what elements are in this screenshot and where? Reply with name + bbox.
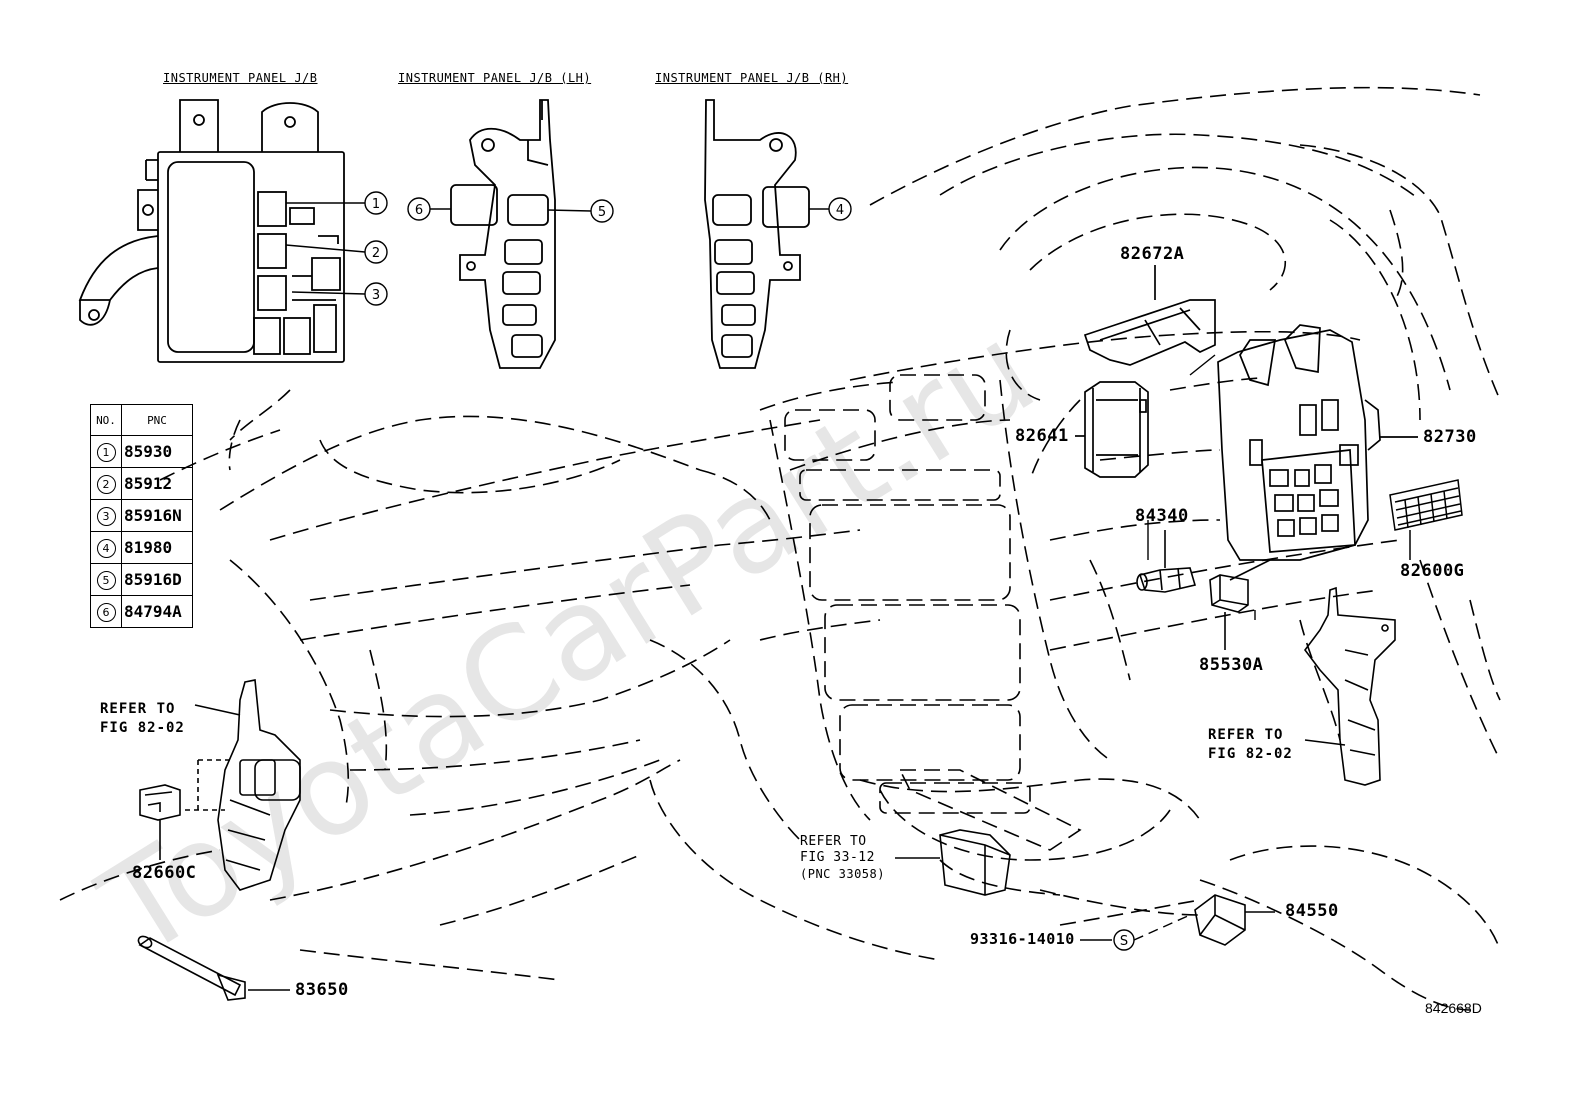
part-85530A-label[interactable]: 85530A [1199, 655, 1264, 675]
refer-right-line1: REFER TO [1208, 727, 1284, 743]
refer-right-line2: FIG 82-02 [1208, 746, 1293, 762]
part-82730-label[interactable]: 82730 [1423, 427, 1477, 447]
refer-mid-line3: (PNC 33058) [800, 867, 885, 881]
part-83650-label[interactable]: 83650 [295, 980, 349, 1000]
refer-left-line2: FIG 82-02 [100, 720, 185, 736]
refer-right[interactable]: REFER TO FIG 82-02 [1208, 726, 1293, 764]
row-number: 3 [96, 507, 116, 526]
left-jb-refer-drawing [185, 679, 301, 891]
header-jb: INSTRUMENT PANEL J/B [163, 71, 318, 85]
part-84550-label[interactable]: 84550 [1285, 901, 1339, 921]
jb-rh-drawing [704, 99, 810, 369]
part-84340-drawing [1136, 530, 1197, 593]
callout-leaders [285, 202, 829, 295]
refer-left[interactable]: REFER TO FIG 82-02 [100, 700, 185, 738]
refer-left-line1: REFER TO [100, 701, 176, 717]
row-pnc: 85930 [121, 435, 193, 468]
part-82660C-label[interactable]: 82660C [132, 863, 197, 883]
watermark-text: ToyotaCarPart.ru [77, 296, 1060, 987]
right-jb-refer-drawing [1304, 586, 1396, 786]
row-number: 1 [96, 443, 116, 462]
part-82641-label[interactable]: 82641 [1015, 426, 1069, 446]
row-pnc: 85916D [121, 563, 193, 596]
table-row: 1 85930 [90, 435, 193, 468]
pnc-table: NO. PNC 1 85930 2 85912 3 85916N 4 81980… [90, 404, 193, 628]
table-row: 2 85912 [90, 467, 193, 500]
callout-1: 1 [372, 197, 380, 212]
callout-numbers: 1 2 3 6 5 4 [372, 197, 844, 303]
refer-mid-line1: REFER TO [800, 834, 867, 849]
part-84340-label[interactable]: 84340 [1135, 506, 1189, 526]
part-82660C-drawing [139, 784, 181, 860]
callout-5: 5 [598, 205, 606, 220]
col-no-header: NO. [90, 404, 122, 436]
callout-3: 3 [372, 288, 380, 303]
part-leaders [1147, 354, 1256, 620]
part-82641-drawing [1075, 381, 1149, 478]
row-pnc: 81980 [121, 531, 193, 564]
pnc-table-header: NO. PNC [90, 404, 193, 436]
drawing-code: 842668D [1425, 1000, 1482, 1016]
part-83650-drawing [137, 935, 290, 1001]
callout-4: 4 [836, 203, 844, 218]
row-pnc: 85912 [121, 467, 193, 500]
col-pnc-header: PNC [121, 404, 193, 436]
jb-main-drawing [78, 99, 345, 363]
refer-mid[interactable]: REFER TO FIG 33-12 (PNC 33058) [800, 834, 885, 882]
screw-marker [1080, 914, 1191, 951]
jb-lh-drawing [450, 99, 556, 369]
dashboard-outline [59, 86, 1501, 1011]
table-row: 5 85916D [90, 563, 193, 596]
part-82730-drawing [1217, 324, 1418, 561]
table-row: 4 81980 [90, 531, 193, 564]
callout-6: 6 [415, 203, 423, 218]
refer-mid-line2: FIG 33-12 [800, 850, 875, 865]
part-82672A-drawing [1083, 265, 1216, 366]
module-33058-drawing [895, 829, 1011, 896]
table-row: 3 85916N [90, 499, 193, 532]
part-82600G-label[interactable]: 82600G [1400, 561, 1465, 581]
row-number: 2 [96, 475, 116, 494]
row-pnc: 85916N [121, 499, 193, 532]
header-jb-rh: INSTRUMENT PANEL J/B (RH) [655, 71, 849, 85]
callout-circles [364, 191, 852, 306]
part-82600G-drawing [1389, 479, 1463, 560]
part-82672A-label[interactable]: 82672A [1120, 244, 1185, 264]
part-85530A-drawing [1209, 559, 1271, 650]
row-number: 5 [96, 571, 116, 590]
callout-2: 2 [372, 246, 380, 261]
part-84550-drawing [1194, 894, 1275, 946]
row-number: 4 [96, 539, 116, 558]
part-93316-label[interactable]: 93316-14010 [970, 930, 1075, 948]
row-pnc: 84794A [121, 595, 193, 628]
screw-s-mark: S [1120, 934, 1128, 949]
header-jb-lh: INSTRUMENT PANEL J/B (LH) [398, 71, 592, 85]
row-number: 6 [96, 603, 116, 622]
table-row: 6 84794A [90, 595, 193, 628]
